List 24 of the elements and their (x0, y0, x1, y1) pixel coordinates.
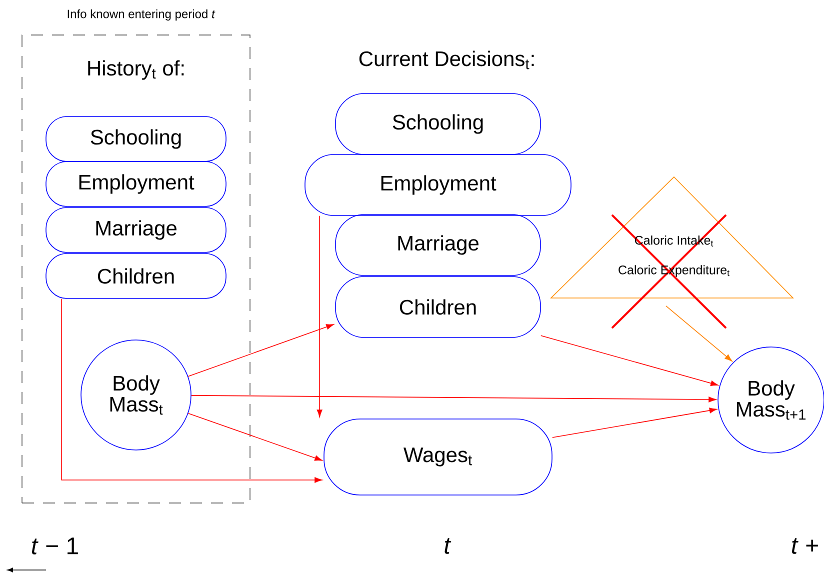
time-label: t − 1 (32, 538, 78, 554)
time-label: t + (792, 538, 818, 554)
arrow (61, 298, 322, 483)
frame-caption: Info known entering period t (68, 9, 216, 21)
rounded-box: Schooling (46, 116, 226, 162)
arrow (552, 408, 717, 438)
rounded-box: Marriage (46, 207, 226, 253)
time-label: t (444, 538, 452, 554)
rounded-box: Children (46, 253, 226, 299)
arrow (188, 324, 334, 377)
arrow (316, 216, 322, 418)
rounded-box: Schooling (335, 93, 541, 155)
arrow (666, 306, 732, 362)
rounded-box: Employment (304, 154, 572, 216)
circle-node: Body Mass$_{t}$ (80, 340, 192, 450)
arrow (540, 335, 718, 386)
rounded-box: Children (335, 276, 541, 338)
heading: Current Decisions$_{t}$: (359, 50, 534, 70)
arrow (191, 395, 716, 402)
arrow (188, 412, 322, 461)
rounded-box: Marriage (335, 214, 541, 276)
rounded-box: Wages$_{t}$ (324, 418, 552, 496)
rounded-box: Employment (46, 161, 226, 207)
frame-heading: History$_{t}$ of: (88, 60, 184, 80)
